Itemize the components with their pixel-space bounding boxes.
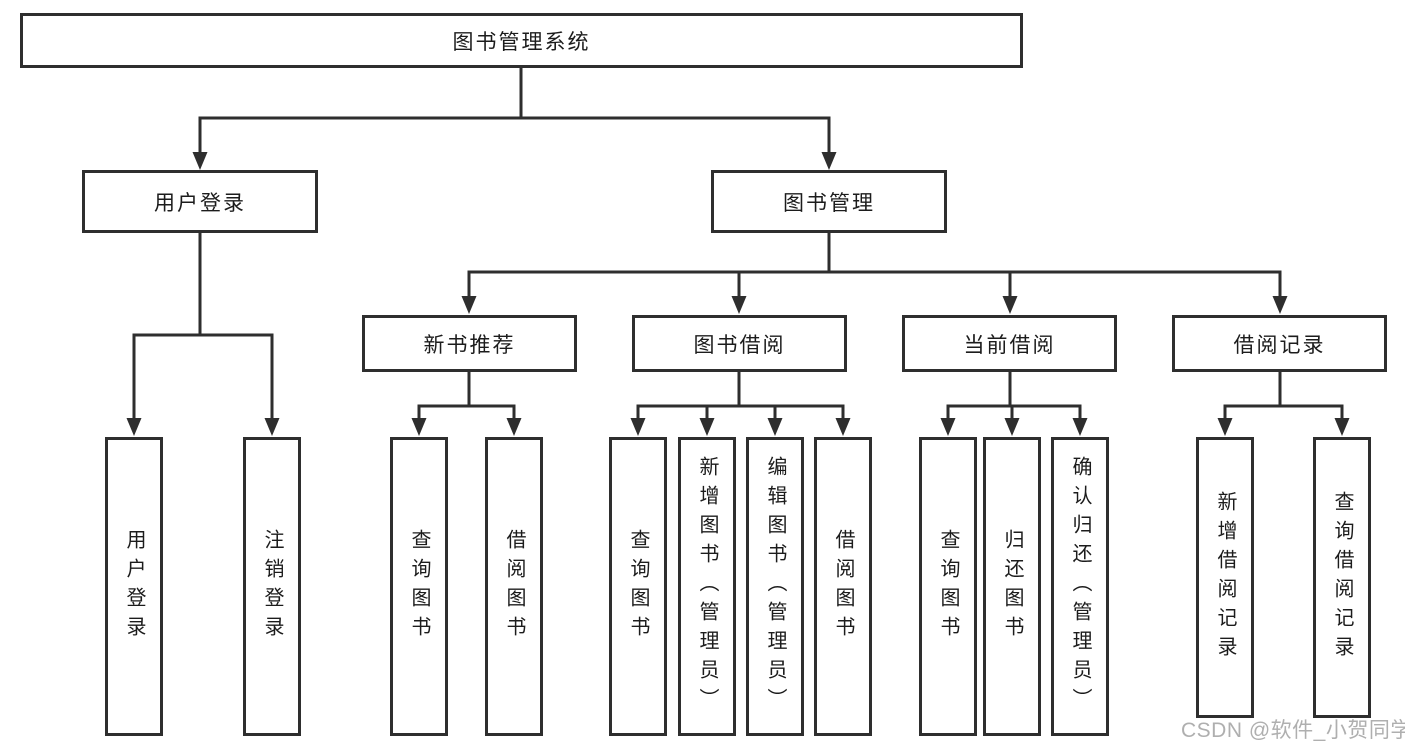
csdn-watermark: CSDN @软件_小贺同学 (1181, 719, 1405, 742)
leaf-return-books: 归还图书 (983, 437, 1041, 736)
leaf-query-books-current: 查询图书 (919, 437, 977, 736)
arrow-icon (1334, 418, 1350, 436)
leaf-edit-books-admin: 编辑图书（管理员） (746, 437, 804, 736)
edge-bookborrow-to-leaves (636, 372, 845, 420)
arrow-icon (940, 418, 956, 436)
arrow-icon (821, 152, 837, 170)
arrow-icon (699, 418, 715, 436)
arrow-icon (1272, 296, 1288, 314)
edge-userlogin-to-leaves (132, 233, 274, 420)
arrow-icon (1004, 418, 1020, 436)
node-book-borrowing: 图书借阅 (632, 315, 847, 372)
leaf-borrow-books: 借阅图书 (814, 437, 872, 736)
leaf-add-books-admin: 新增图书（管理员） (678, 437, 736, 736)
arrow-icon (1002, 296, 1018, 314)
arrow-icon (264, 418, 280, 436)
edge-currentborrow-to-leaves (946, 372, 1082, 420)
node-library-system-root: 图书管理系统 (20, 13, 1023, 68)
node-user-login: 用户登录 (82, 170, 318, 233)
node-current-borrowing: 当前借阅 (902, 315, 1117, 372)
leaf-query-books-recommend: 查询图书 (390, 437, 448, 736)
node-book-management: 图书管理 (711, 170, 947, 233)
node-new-book-recommend: 新书推荐 (362, 315, 577, 372)
arrow-icon (1217, 418, 1233, 436)
arrow-icon (835, 418, 851, 436)
arrow-icon (731, 296, 747, 314)
arrowheads (126, 152, 1350, 436)
leaf-query-borrow-record: 查询借阅记录 (1313, 437, 1371, 718)
arrow-icon (461, 296, 477, 314)
arrow-icon (1072, 418, 1088, 436)
node-borrow-records: 借阅记录 (1172, 315, 1387, 372)
edge-records-to-leaves (1223, 372, 1344, 420)
arrow-icon (126, 418, 142, 436)
leaf-add-borrow-record: 新增借阅记录 (1196, 437, 1254, 718)
leaf-logout: 注销登录 (243, 437, 301, 736)
edge-root-to-level1 (198, 68, 831, 153)
leaf-borrow-books-recommend: 借阅图书 (485, 437, 543, 736)
edge-newbook-to-leaves (417, 372, 516, 420)
arrow-icon (767, 418, 783, 436)
arrow-icon (192, 152, 208, 170)
leaf-confirm-return-admin: 确认归还（管理员） (1051, 437, 1109, 736)
edge-bookmgmt-to-level2 (467, 233, 1282, 298)
arrow-icon (630, 418, 646, 436)
arrow-icon (411, 418, 427, 436)
arrow-icon (506, 418, 522, 436)
leaf-user-login: 用户登录 (105, 437, 163, 736)
leaf-query-books-borrowing: 查询图书 (609, 437, 667, 736)
